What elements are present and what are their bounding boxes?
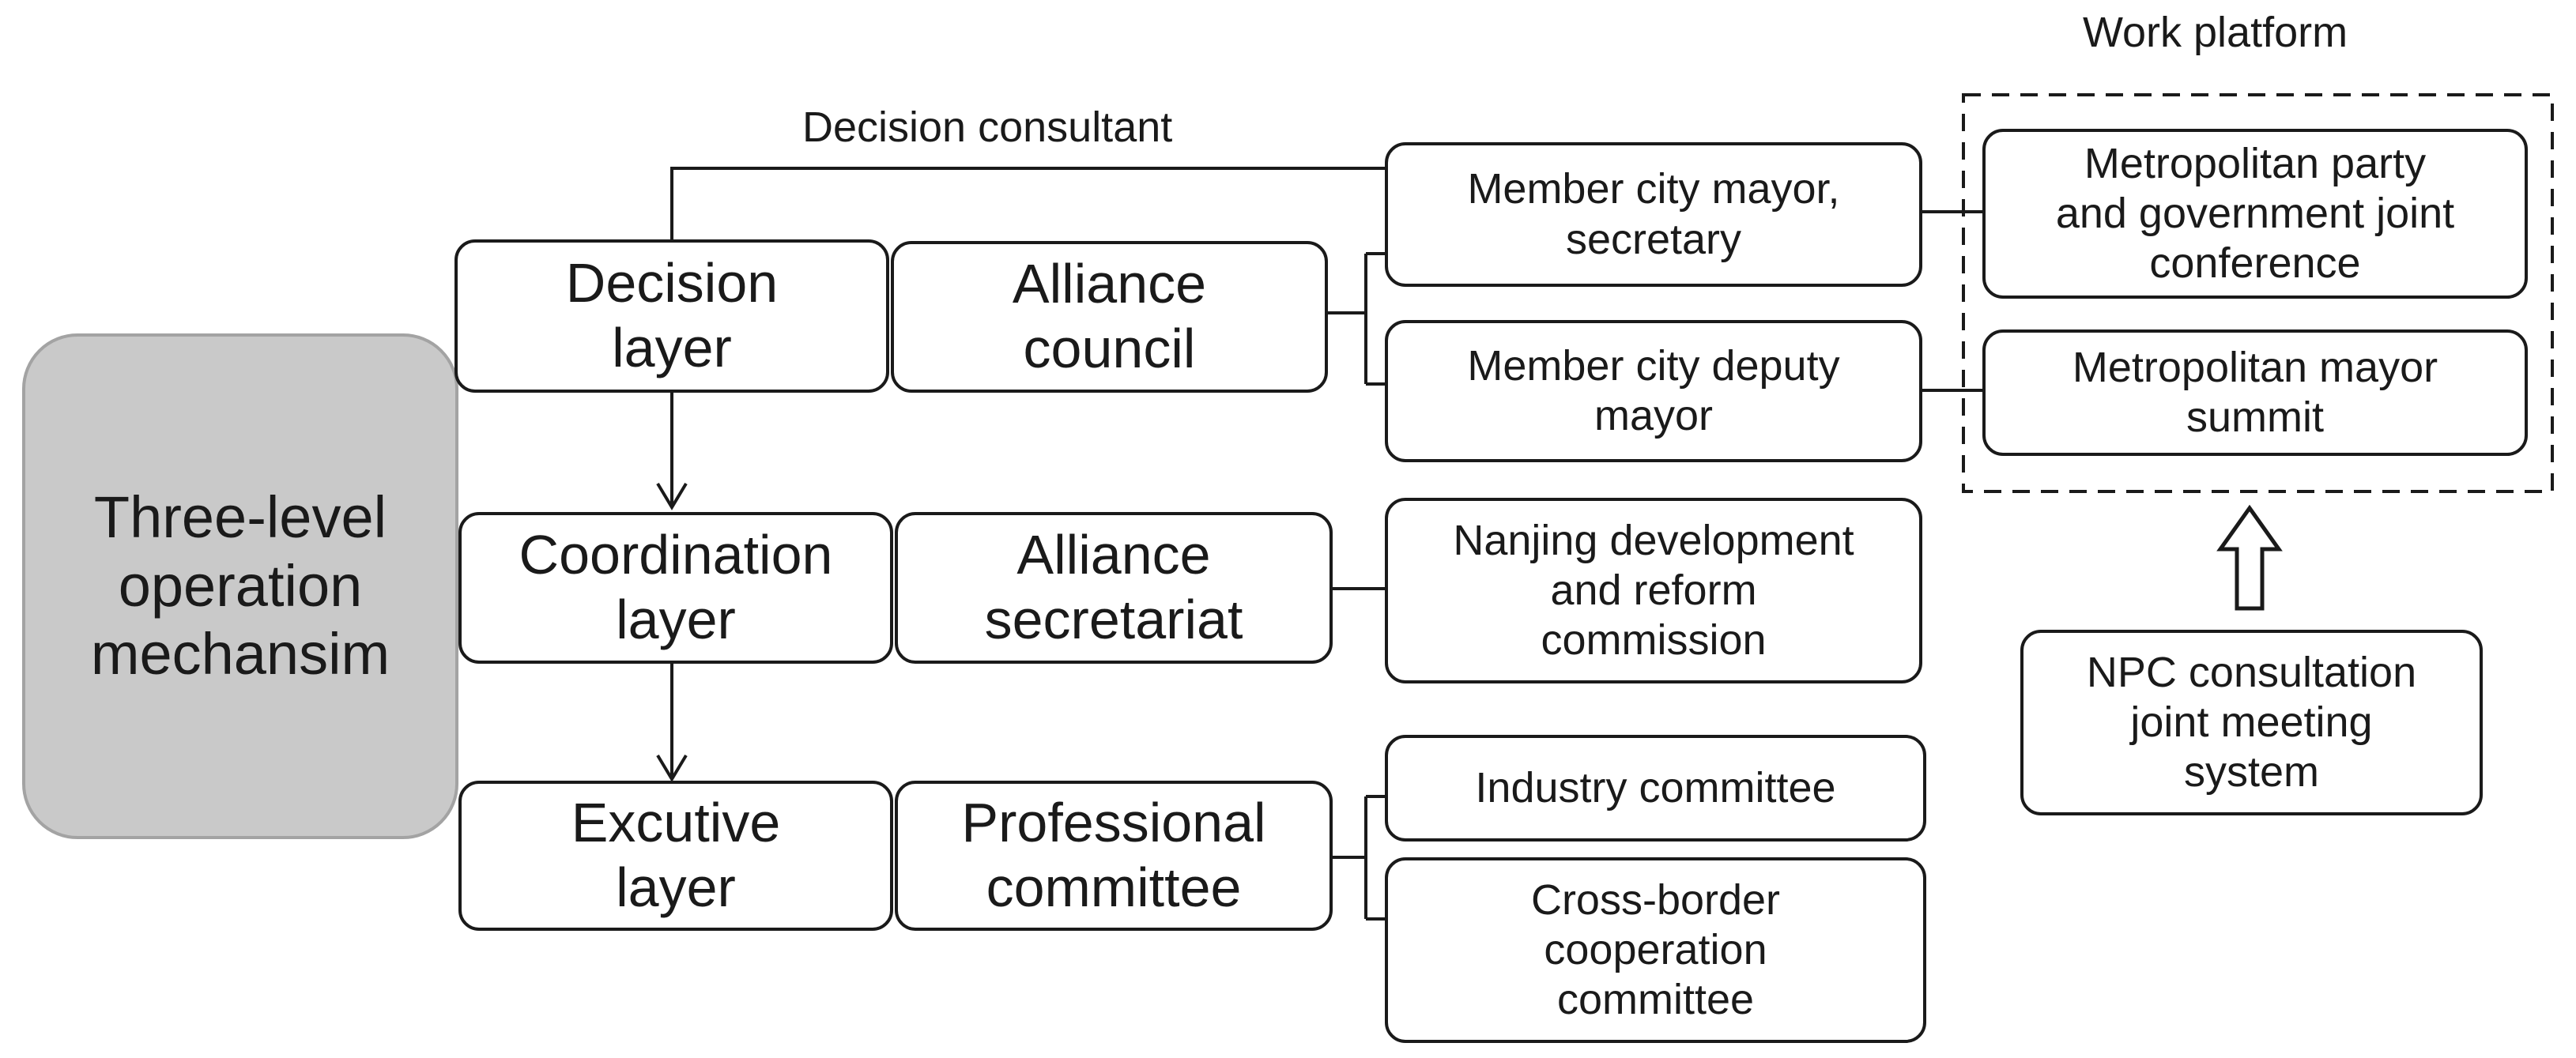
- member-city-mayor-secretary-box: Member city mayor, secretary: [1385, 142, 1922, 287]
- cross-border-committee-box: Cross-border cooperation committee: [1385, 857, 1926, 1043]
- npc-consultation-box: NPC consultation joint meeting system: [2020, 630, 2483, 815]
- executive-layer-box: Excutive layer: [458, 781, 893, 931]
- decision-consultant-line: [670, 167, 1387, 241]
- member-city-deputy-mayor-box: Member city deputy mayor: [1385, 320, 1922, 462]
- coordination-layer-box: Coordination layer: [458, 512, 893, 664]
- three-level-mechanism-box: Three-level operation mechansim: [22, 333, 458, 839]
- alliance-council-box: Alliance council: [891, 241, 1328, 393]
- joint-conference-box: Metropolitan party and government joint …: [1982, 129, 2528, 299]
- industry-committee-box: Industry committee: [1385, 735, 1926, 842]
- hollow-up-arrow: [2216, 504, 2283, 611]
- nanjing-commission-box: Nanjing development and reform commissio…: [1385, 498, 1922, 683]
- alliance-secretariat-box: Alliance secretariat: [895, 512, 1333, 664]
- work-platform-title: Work platform: [2083, 9, 2348, 56]
- decision-consultant-label: Decision consultant: [802, 104, 1173, 151]
- arrowhead-2: [656, 754, 688, 782]
- mayor-summit-box: Metropolitan mayor summit: [1982, 329, 2528, 456]
- arrowhead-1: [656, 482, 688, 510]
- professional-committee-box: Professional committee: [895, 781, 1333, 931]
- decision-layer-box: Decision layer: [454, 239, 889, 393]
- work-platform-frame: [1962, 93, 2554, 493]
